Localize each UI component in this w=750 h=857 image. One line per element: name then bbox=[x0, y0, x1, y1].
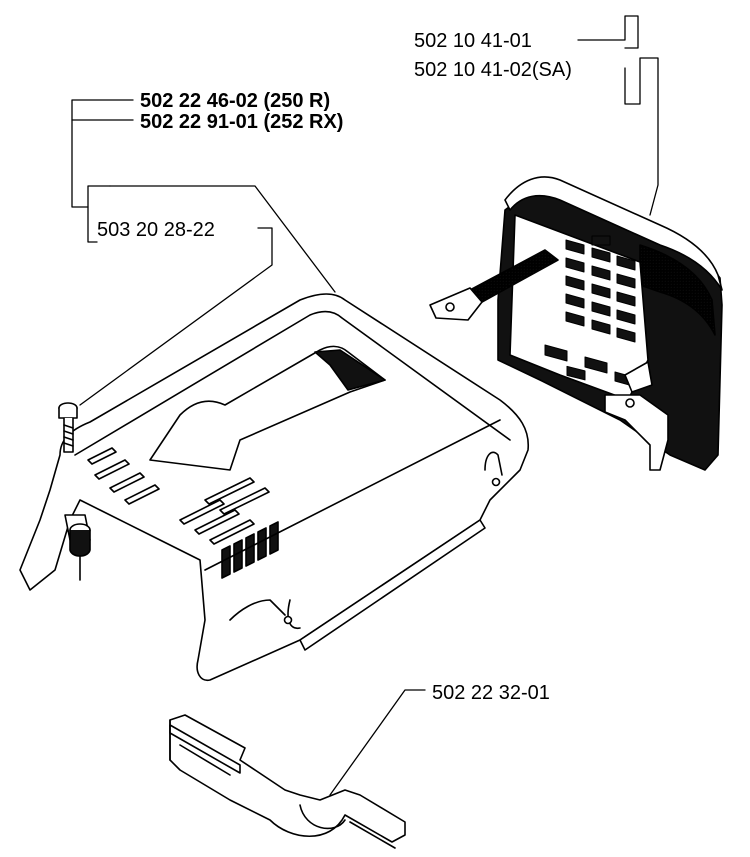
leader-lines bbox=[71, 15, 659, 796]
callout-cover-part-250r: 502 22 46-02 (250 R) bbox=[140, 90, 331, 112]
cylinder-cover-drawing bbox=[19, 293, 529, 682]
callout-plate-part: 502 22 32-01 bbox=[432, 682, 550, 704]
screw-drawing bbox=[58, 402, 78, 453]
muffler-guard-drawing bbox=[429, 176, 723, 471]
callout-screw-part: 503 20 28-22 bbox=[97, 219, 215, 241]
callout-cover-part-252rx: 502 22 91-01 (252 RX) bbox=[140, 111, 344, 133]
callout-muffler-part-1: 502 10 41-01 bbox=[414, 30, 532, 52]
callout-muffler-part-2: 502 10 41-02(SA) bbox=[414, 59, 572, 81]
bottom-plate-drawing bbox=[169, 714, 406, 849]
